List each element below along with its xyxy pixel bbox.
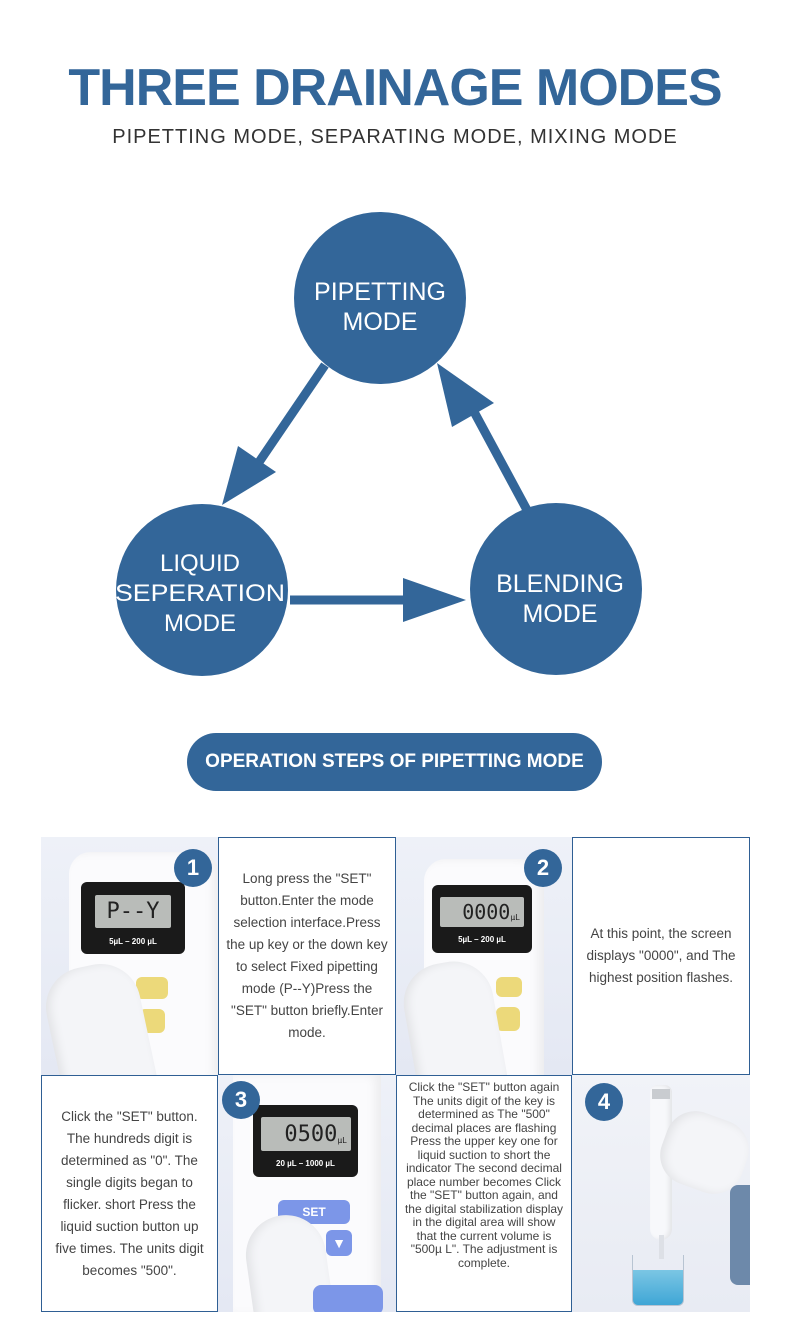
step-badge: 3	[222, 1081, 260, 1119]
node-pipetting: PIPETTING MODE	[294, 212, 466, 384]
arrow-pipetting-to-liquid	[251, 362, 329, 471]
lcd-digits: 0500	[284, 1121, 338, 1147]
node-blending: BLENDING MODE	[470, 503, 642, 675]
arrow-blending-to-pipetting	[468, 405, 531, 513]
node-label-line: BLENDING	[496, 570, 624, 598]
page-title: THREE DRAINAGE MODES	[68, 59, 722, 117]
down-key	[496, 1007, 520, 1031]
set-key: SET	[278, 1200, 350, 1224]
lcd-frame: P--Y 5µL – 200 µL	[81, 882, 185, 954]
step-badge: 1	[174, 849, 212, 887]
section-label-pill: OPERATION STEPS OF PIPETTING MODE	[187, 733, 602, 791]
beaker	[632, 1255, 684, 1306]
lcd-unit: µL	[337, 1135, 347, 1145]
lcd-unit: µL	[510, 912, 520, 922]
volume-range: 20 µL – 1000 µL	[276, 1159, 335, 1168]
lcd-display: P--Y	[95, 895, 171, 928]
step-3-text: Click the "SET" button. The hundreds dig…	[41, 1075, 218, 1312]
up-key	[496, 977, 522, 997]
node-label-line: MODE	[523, 600, 598, 628]
step-4-photo: 4	[572, 1075, 750, 1312]
lcd-digits: 0000	[462, 900, 511, 924]
sleeve	[730, 1185, 750, 1285]
modes-cycle-diagram: PIPETTING MODE LIQUID SEPERATION MODE BL…	[115, 212, 642, 676]
volume-range: 5µL – 200 µL	[109, 937, 157, 946]
node-label-line: LIQUID	[160, 550, 240, 577]
node-liquid-separation: LIQUID SEPERATION MODE	[115, 504, 288, 676]
page-subtitle: PIPETTING MODE, SEPARATING MODE, MIXING …	[112, 126, 678, 148]
volume-range: 5µL – 200 µL	[458, 935, 506, 944]
step-1-text: Long press the "SET" button.Enter the mo…	[218, 837, 396, 1075]
step-badge: 4	[585, 1083, 623, 1121]
arrowhead-liquid-to-blending	[403, 578, 466, 622]
step-4-text: Click the "SET" button again The units d…	[396, 1075, 572, 1312]
node-label-line: MODE	[164, 610, 236, 637]
node-label-line: PIPETTING	[314, 278, 446, 306]
up-key	[136, 977, 168, 999]
node-label-line: MODE	[343, 308, 418, 336]
step-1-photo: P--Y 5µL – 200 µL 1	[41, 837, 218, 1075]
down-key: ▼	[326, 1230, 352, 1256]
pipette-tip	[659, 1235, 664, 1259]
plunger-button	[313, 1285, 383, 1312]
step-2-text: At this point, the screen displays "0000…	[572, 837, 750, 1075]
arrowhead-pipetting-to-liquid	[222, 446, 276, 505]
arrowhead-blending-to-pipetting	[437, 363, 494, 427]
pipette-screen	[652, 1089, 670, 1099]
step-badge: 2	[524, 849, 562, 887]
node-label-line: SEPERATION	[115, 580, 285, 607]
